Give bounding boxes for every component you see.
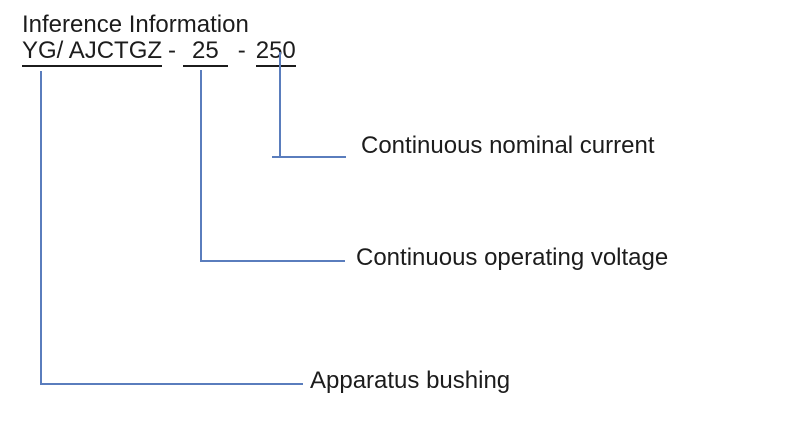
callout-line-voltage-vertical — [200, 70, 202, 262]
callout-line-voltage-horizontal — [200, 260, 345, 262]
callout-label-bushing: Apparatus bushing — [310, 367, 511, 394]
model-part-bushing: YG/ AJCTGZ — [22, 39, 163, 67]
callout-line-current-vertical — [279, 52, 281, 158]
model-part-voltage: 25 — [183, 39, 228, 67]
page-title: Inference Information — [22, 11, 249, 38]
model-separator-1: - — [168, 37, 177, 64]
callout-label-current: Continuous nominal current — [361, 132, 655, 159]
callout-line-bushing-horizontal — [40, 383, 303, 385]
callout-label-voltage: Continuous operating voltage — [356, 244, 669, 271]
model-code: YG/ AJCTGZ-25-250 — [22, 39, 296, 67]
model-separator-2: - — [237, 37, 246, 64]
callout-line-current-horizontal — [272, 156, 346, 158]
model-part-current: 250 — [255, 39, 296, 67]
callout-line-bushing-vertical — [40, 71, 42, 385]
